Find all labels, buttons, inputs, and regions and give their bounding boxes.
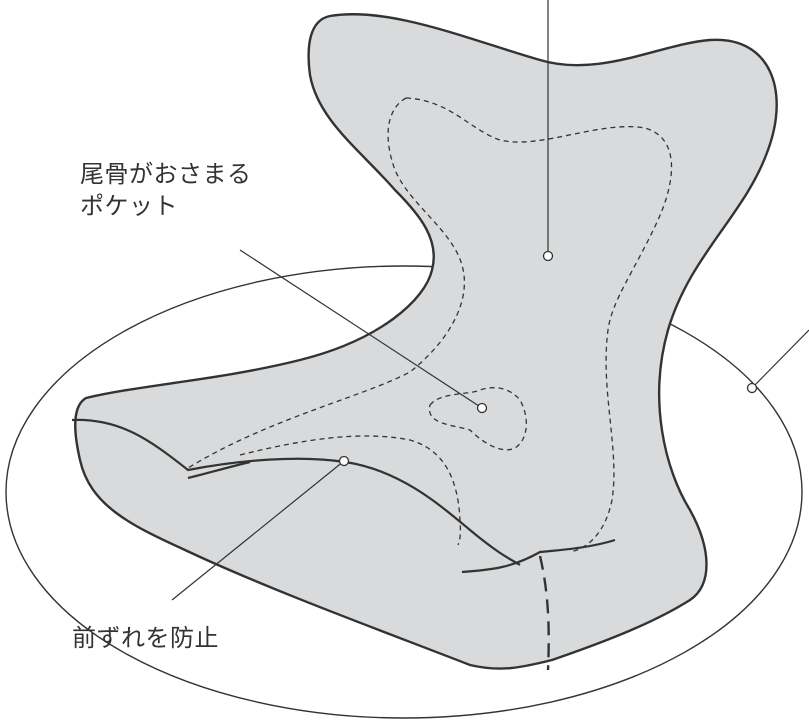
backrest-inner-contour [187, 97, 466, 469]
marker-right [746, 382, 758, 394]
tailbone-pocket-contour [428, 387, 527, 451]
front-crease-line [461, 538, 616, 574]
marker-slip [338, 455, 350, 467]
cushion-body [74, 13, 778, 670]
marker-top [542, 250, 554, 262]
tailbone-pocket-label-line2: ポケット [80, 192, 178, 220]
leader-line-right [751, 329, 809, 389]
front-roll-line [71, 418, 521, 566]
front-seam-dashed [538, 555, 550, 671]
tailbone-pocket-label: 尾骨がおさまる ポケット [80, 158, 252, 222]
left-ridge-line [187, 460, 251, 480]
leader-line-slip [171, 460, 345, 601]
prevent-slip-label: 前ずれを防止 [72, 624, 219, 652]
marker-tailbone [476, 402, 488, 414]
base-ellipse [5, 265, 803, 719]
tailbone-pocket-label-line1: 尾骨がおさまる [80, 160, 252, 188]
leader-line-tailbone [239, 249, 483, 409]
